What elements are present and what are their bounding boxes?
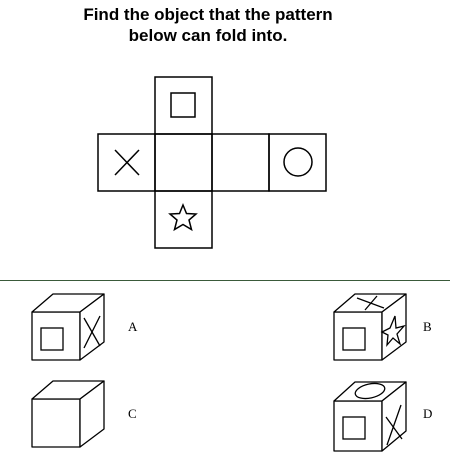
question-line-2: below can fold into. (128, 26, 288, 45)
divider-line (0, 280, 450, 281)
square-icon (342, 416, 366, 440)
cube-a (31, 293, 105, 361)
option-label-d: D (423, 406, 433, 421)
cube-c (31, 380, 105, 448)
option-d[interactable]: D (330, 377, 440, 457)
option-a[interactable]: A (28, 290, 148, 365)
cube-d (333, 381, 407, 452)
star-icon (380, 315, 406, 347)
option-label-a: A (128, 319, 138, 334)
option-c[interactable]: C (28, 377, 148, 452)
x-icon (83, 315, 101, 349)
square-icon (170, 92, 196, 118)
question-text: Find the object that the pattern below c… (0, 4, 416, 46)
net-face-center-right (211, 133, 270, 192)
x-icon (356, 295, 385, 311)
cube-b (333, 293, 407, 361)
circle-icon (354, 382, 386, 400)
star-icon (168, 203, 198, 232)
x-icon (385, 404, 403, 446)
square-icon (342, 327, 366, 351)
net-face-bottom (154, 190, 213, 249)
net-face-top (154, 76, 213, 135)
square-icon (40, 327, 64, 351)
option-label-c: C (128, 406, 137, 421)
option-b[interactable]: B (330, 290, 440, 365)
net-face-right (268, 133, 327, 192)
option-label-b: B (423, 319, 432, 334)
circle-icon (283, 147, 313, 177)
x-icon (114, 149, 140, 176)
net-face-center (154, 133, 213, 192)
question-line-1: Find the object that the pattern (83, 5, 333, 24)
